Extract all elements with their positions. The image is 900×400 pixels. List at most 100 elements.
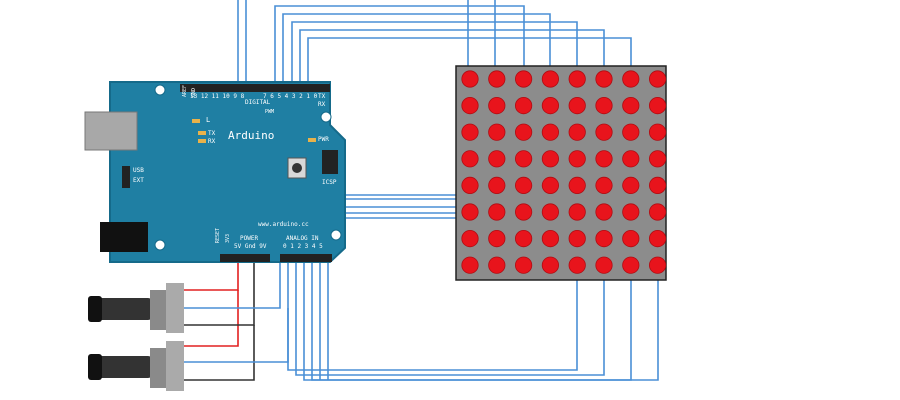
pot-body <box>150 348 168 388</box>
wire-gnd-pot2 <box>184 325 255 381</box>
arduino-board <box>84 81 346 263</box>
led-dot <box>622 150 640 168</box>
pot-shaft <box>94 356 152 378</box>
led-dot <box>514 123 533 141</box>
ext-label: EXT <box>133 177 144 184</box>
reset-label: RESET <box>215 228 221 244</box>
led-dot <box>461 97 479 115</box>
led-dot <box>648 176 667 194</box>
led-dot <box>568 97 586 115</box>
led-dot <box>461 256 479 274</box>
wire-digital-to-column <box>282 13 551 92</box>
led-dot <box>648 97 667 115</box>
led-dot <box>622 256 640 274</box>
potentiometer-2 <box>88 341 184 391</box>
power-pins-label: 5V Gnd 9V <box>234 243 267 250</box>
led-dot <box>514 230 533 248</box>
reset-button-cap <box>292 163 302 173</box>
l-led <box>192 119 200 123</box>
usb-port <box>84 111 138 151</box>
wire-5v-pot2 <box>184 290 239 347</box>
pot-shaft <box>94 298 152 320</box>
led-dot <box>514 70 533 88</box>
led-dot <box>622 203 640 221</box>
analog-pins-label: 0 1 2 3 4 5 <box>283 243 323 250</box>
power-label: POWER <box>240 235 259 242</box>
led-dot <box>541 123 560 141</box>
led-dot <box>461 203 479 221</box>
wire-5v-pot1 <box>184 262 239 291</box>
aref-label: AREF <box>182 85 188 98</box>
led-dot <box>461 230 479 248</box>
mounting-hole <box>154 239 166 251</box>
wire-analog-to-column <box>295 262 605 376</box>
power-jack <box>100 222 148 252</box>
led-dot <box>622 123 640 141</box>
led-dot <box>514 256 533 274</box>
pot-knob <box>88 296 102 322</box>
led-dot <box>568 230 586 248</box>
led-dot <box>568 256 586 274</box>
led-dot <box>622 230 640 248</box>
led-dot <box>541 203 560 221</box>
led-dot <box>488 123 506 141</box>
led-dot <box>514 203 533 221</box>
led-dot <box>595 123 613 141</box>
led-dot <box>568 176 586 194</box>
led-dot <box>541 230 560 248</box>
led-dot <box>461 70 479 88</box>
pwr-sel-label: PWR SEL <box>105 168 111 190</box>
pwr-led <box>308 138 316 142</box>
led-dot <box>541 176 560 194</box>
analog-label: ANALOG IN <box>286 235 319 242</box>
led-dot <box>461 123 479 141</box>
arduino-logo-text: Arduino <box>228 129 275 142</box>
wire-gnd-pot1 <box>184 262 255 326</box>
led-dot <box>568 203 586 221</box>
pot-knob <box>88 354 102 380</box>
led-dot <box>568 123 586 141</box>
led-dot <box>488 70 506 88</box>
wire-analog-to-column <box>311 262 659 381</box>
led-matrix <box>455 65 667 281</box>
digital-header <box>180 84 330 92</box>
led-dot <box>622 70 640 88</box>
digital-pins-label: 7 6 5 4 3 2 1 0 <box>263 93 318 100</box>
led-dot <box>648 256 667 274</box>
led-dot <box>648 203 667 221</box>
analog-header <box>280 254 332 262</box>
wire-digital-to-column <box>299 29 605 92</box>
led-dot <box>488 97 506 115</box>
led-dot <box>461 176 479 194</box>
pot-body <box>150 290 168 330</box>
wire-digital-to-column <box>291 21 578 92</box>
tx-led-label: TX <box>208 130 216 137</box>
led-dot <box>595 203 613 221</box>
mounting-hole <box>154 84 166 96</box>
led-dot <box>488 230 506 248</box>
rx-label: RX <box>318 101 326 108</box>
led-dot <box>488 150 506 168</box>
led-dot <box>488 256 506 274</box>
wire-digital-to-column <box>307 37 632 92</box>
led-dot <box>648 123 667 141</box>
led-dot <box>595 230 613 248</box>
led-dot <box>488 176 506 194</box>
digital-label: DIGITAL <box>245 99 271 106</box>
mounting-hole <box>330 229 342 241</box>
led-dot <box>622 97 640 115</box>
tx-label: TX <box>318 93 326 100</box>
pot-terminal-block <box>166 283 184 333</box>
usb-label: USB <box>133 167 144 174</box>
mounting-hole <box>320 111 332 123</box>
led-dot <box>595 256 613 274</box>
led-dot <box>648 70 667 88</box>
potentiometer-1 <box>88 283 184 333</box>
led-dot <box>541 70 560 88</box>
l-led-label: L <box>206 116 211 124</box>
led-dot <box>622 176 640 194</box>
icsp-header <box>322 150 338 174</box>
power-header <box>220 254 270 262</box>
led-dot <box>595 176 613 194</box>
